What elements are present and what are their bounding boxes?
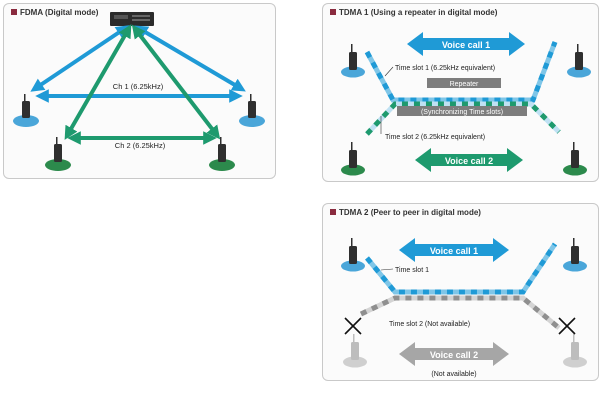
tdma2-title: TDMA 2 (Peer to peer in digital mode) [330,208,481,217]
radio-right [239,94,265,127]
repeater-box [427,78,501,88]
voice-call-2-label: Voice call 2 [430,350,478,360]
voice-call-2-arrow: Voice call 2 [399,342,509,366]
time-slot-2-label: Time slot 2 (6.25kHz equivalent) [385,134,485,141]
time-slot-1-path [365,242,558,295]
time-slot-2-label: Time slot 2 (Not available) [389,321,470,328]
voice-call-1-arrow: Voice call 1 [399,238,509,262]
radio-left [13,94,39,127]
radio-bottom-left [45,137,71,171]
voice-call-1-label: Voice call 1 [442,40,490,50]
radio-top-left [341,44,365,78]
not-available-label: (Not available) [431,371,476,378]
repeater-label: Repeater [450,81,479,88]
repeater-device [110,12,154,26]
radio-bottom-left [341,142,365,176]
voice-call-1-label: Voice call 1 [430,246,478,256]
time-slot-1-path [364,41,558,103]
time-slot-1-label: Time slot 1 (6.25kHz equivalent) [395,65,495,72]
voice-call-2-arrow: Voice call 2 [415,148,523,172]
sync-box [397,106,527,116]
radio-bottom-left-disabled [343,334,367,368]
voice-call-1-arrow: Voice call 1 [407,32,525,56]
radio-top-right [567,44,591,78]
radio-bottom-right-disabled [563,334,587,368]
voice-call-2-label: Voice call 2 [445,156,493,166]
time-slot-1-label: Time slot 1 [395,267,429,274]
fdma-panel: FDMA (Digital mode) [3,3,276,179]
tdma2-panel: TDMA 2 (Peer to peer in digital mode) Vo… [322,203,599,381]
cross-left-icon [344,317,362,335]
radio-bottom-right [209,137,235,171]
radio-top-left [341,238,365,272]
ch2-label: Ch 2 (6.25kHz) [115,141,166,150]
tdma1-title: TDMA 1 (Using a repeater in digital mode… [330,8,497,17]
radio-bottom-right [563,142,587,176]
time-slot-2-path [359,295,561,330]
radio-top-right [563,238,587,272]
cross-right-icon [558,317,576,335]
sync-label: (Synchronizing Time slots) [421,109,503,116]
fdma-title: FDMA (Digital mode) [11,8,98,17]
ch1-label: Ch 1 (6.25kHz) [113,82,164,91]
tdma1-panel: TDMA 1 (Using a repeater in digital mode… [322,3,599,182]
ch2-arrows [64,24,221,145]
